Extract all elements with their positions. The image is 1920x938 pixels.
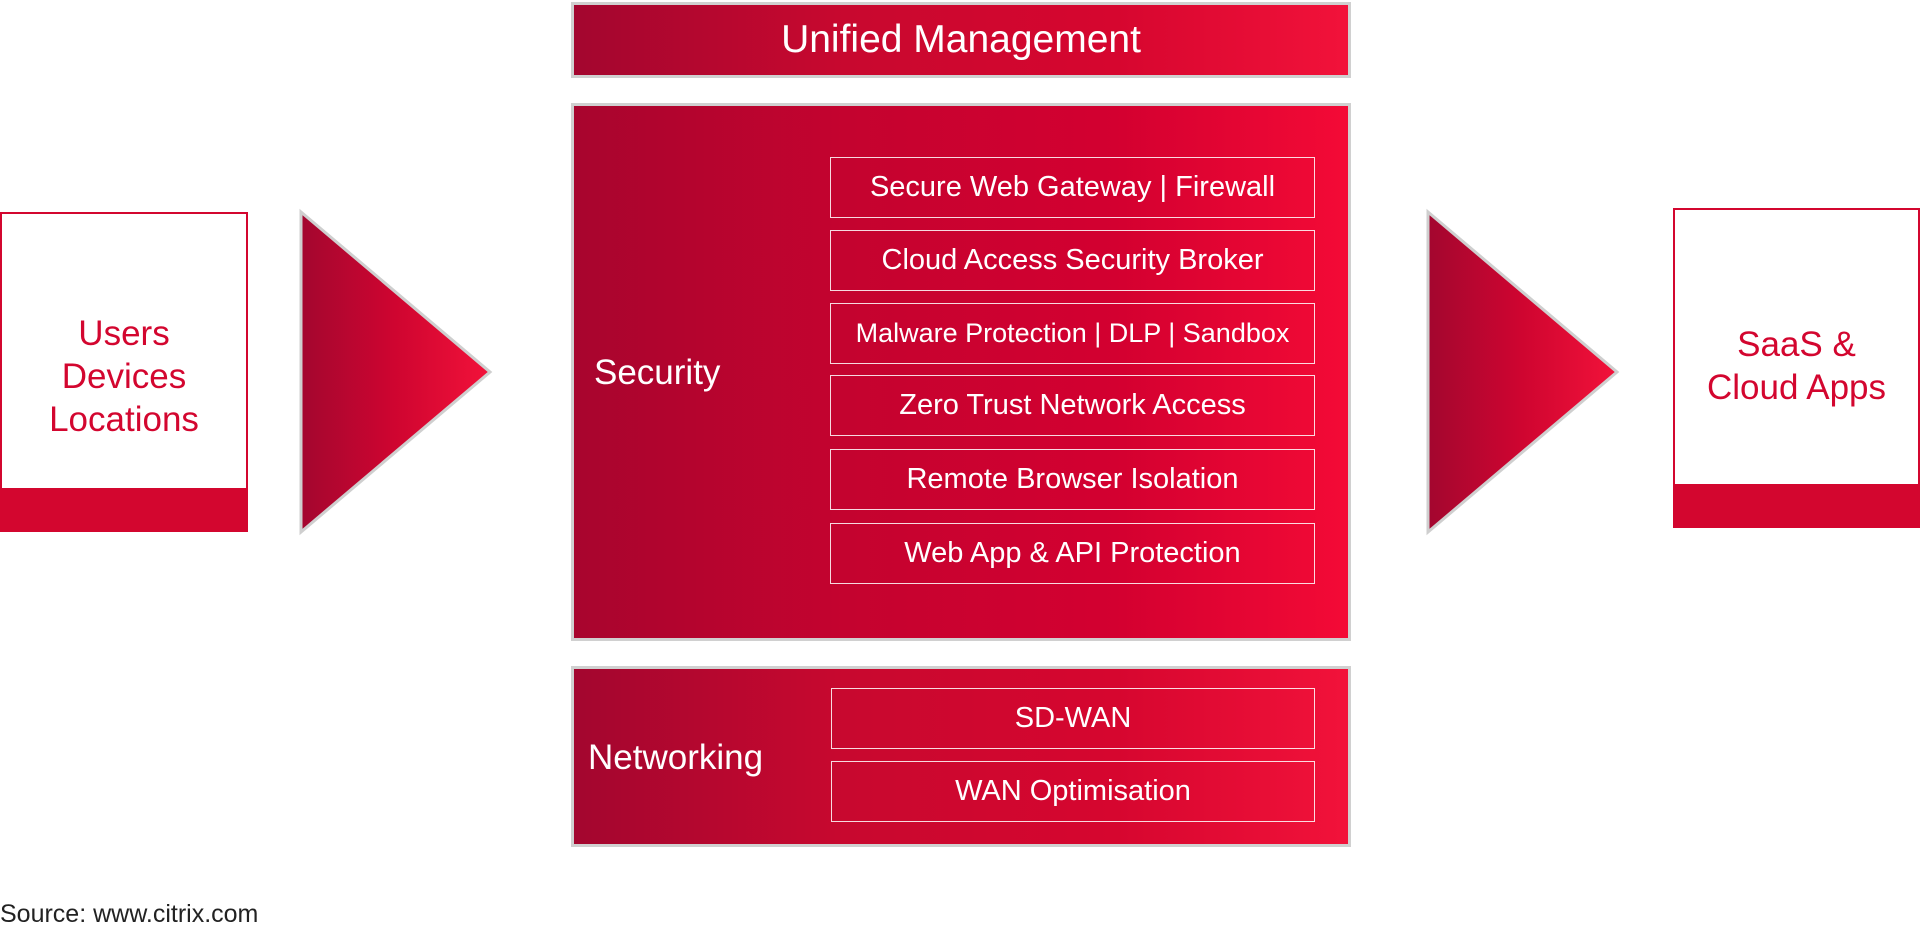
source-caption: Source: www.citrix.com [0, 900, 259, 928]
security-item-casb: Cloud Access Security Broker [830, 230, 1315, 291]
security-label: Security [594, 353, 721, 392]
networking-panel [571, 666, 1351, 847]
security-item-ztna: Zero Trust Network Access [830, 375, 1315, 436]
security-item-secure-web-gateway: Secure Web Gateway | Firewall [830, 157, 1315, 218]
unified-management-bar: Unified Management [571, 2, 1351, 78]
security-item-label: Remote Browser Isolation [906, 463, 1239, 495]
left-card-line-users: Users [78, 314, 170, 353]
security-item-label: Zero Trust Network Access [899, 389, 1246, 421]
networking-item-label: SD-WAN [1014, 702, 1132, 734]
networking-item-label: WAN Optimisation [955, 775, 1191, 807]
saas-cloud-apps-card: SaaS & Cloud Apps [1673, 208, 1920, 528]
left-card-base [2, 488, 246, 530]
security-panel [571, 103, 1351, 641]
security-item-label: Cloud Access Security Broker [881, 244, 1264, 276]
right-card-line-cloud-apps: Cloud Apps [1706, 368, 1887, 407]
networking-item-wan-optimisation: WAN Optimisation [831, 761, 1315, 822]
left-card-line-locations: Locations [49, 400, 199, 439]
networking-item-sd-wan: SD-WAN [831, 688, 1315, 749]
right-card-base [1675, 484, 1918, 526]
security-item-malware-protection: Malware Protection | DLP | Sandbox [830, 303, 1315, 364]
right-arrow-icon [1426, 208, 1620, 536]
security-item-label: Malware Protection | DLP | Sandbox [855, 318, 1290, 348]
security-item-remote-browser-isolation: Remote Browser Isolation [830, 449, 1315, 510]
security-item-web-app-api-protection: Web App & API Protection [830, 523, 1315, 584]
left-card-line-devices: Devices [61, 357, 187, 396]
networking-label: Networking [588, 738, 764, 777]
security-item-label: Web App & API Protection [904, 537, 1241, 569]
unified-management-title: Unified Management [781, 18, 1141, 61]
users-devices-locations-card: Users Devices Locations [0, 212, 248, 532]
left-arrow-icon [299, 208, 493, 536]
security-item-label: Secure Web Gateway | Firewall [869, 171, 1276, 203]
right-card-line-saas: SaaS & [1737, 325, 1856, 364]
